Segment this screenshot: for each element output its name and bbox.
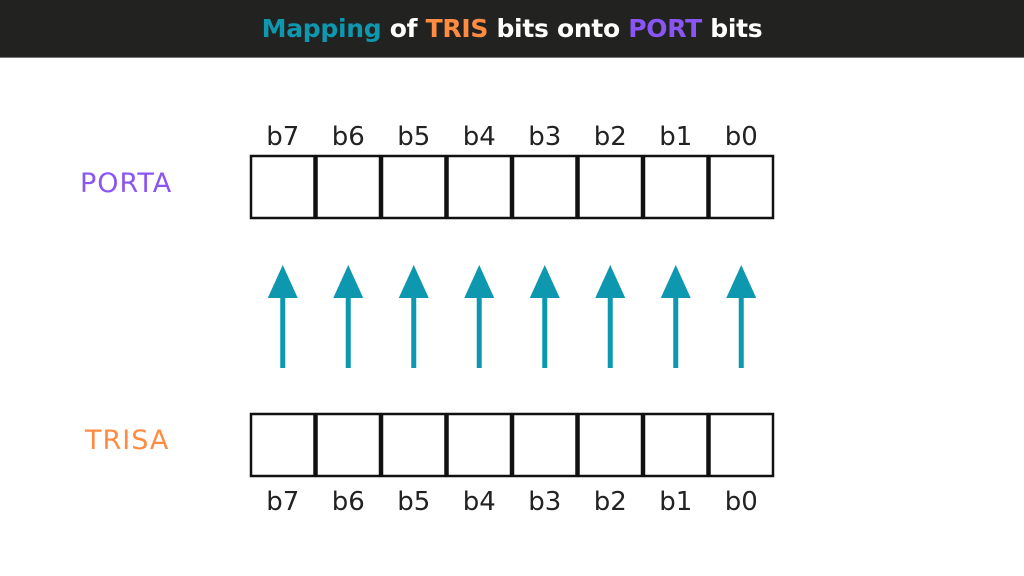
trisa-bit-cell <box>708 412 775 478</box>
header-bar: Mapping of TRIS bits onto PORT bits <box>0 0 1024 58</box>
page-title: Mapping of TRIS bits onto PORT bits <box>262 14 763 43</box>
arrow-up-icon <box>464 265 495 298</box>
trisa-bit-label: b7 <box>266 487 299 517</box>
porta-bit-cell <box>446 154 513 220</box>
porta-bit-cell <box>511 154 578 220</box>
porta-bit-cell <box>577 154 644 220</box>
trisa-bit-label: b4 <box>463 487 496 517</box>
trisa-register-label: TRISA <box>85 425 170 456</box>
porta-register-label: PORTA <box>80 168 173 199</box>
arrow-up-icon <box>333 265 364 298</box>
trisa-bit-label: b5 <box>397 487 430 517</box>
trisa-bit-label: b6 <box>332 487 365 517</box>
arrow-up-icon <box>529 265 560 298</box>
porta-bit-cell <box>642 154 709 220</box>
porta-bit-label: b0 <box>725 122 758 152</box>
porta-bit-cell <box>708 154 775 220</box>
porta-bit-label: b2 <box>594 122 627 152</box>
arrow-up-icon <box>726 265 757 298</box>
title-part-of: of <box>381 14 426 43</box>
porta-bit-label: b5 <box>397 122 430 152</box>
trisa-bit-label: b2 <box>594 487 627 517</box>
trisa-bit-label: b1 <box>659 487 692 517</box>
porta-bit-label: b4 <box>463 122 496 152</box>
trisa-bit-cell <box>511 412 578 478</box>
porta-bit-cell <box>380 154 447 220</box>
arrow-up-icon <box>267 265 298 298</box>
porta-bit-cell <box>249 154 316 220</box>
porta-bit-label: b6 <box>332 122 365 152</box>
trisa-bit-cell <box>249 412 316 478</box>
trisa-bit-cell <box>577 412 644 478</box>
arrow-up-icon <box>398 265 429 298</box>
title-part-bits: bits <box>701 14 763 43</box>
title-part-port: PORT <box>628 14 702 43</box>
porta-bit-label: b3 <box>528 122 561 152</box>
title-part-bits-onto: bits onto <box>488 14 629 43</box>
porta-bit-label: b7 <box>266 122 299 152</box>
trisa-bit-cell <box>642 412 709 478</box>
trisa-bit-cell <box>446 412 513 478</box>
porta-bit-cell <box>315 154 382 220</box>
porta-bit-label: b1 <box>659 122 692 152</box>
trisa-bit-cell <box>380 412 447 478</box>
title-part-tris: TRIS <box>425 14 489 43</box>
trisa-bit-label: b0 <box>725 487 758 517</box>
arrow-up-icon <box>595 265 626 298</box>
trisa-bit-cell <box>315 412 382 478</box>
title-part-mapping: Mapping <box>261 14 382 43</box>
trisa-bit-label: b3 <box>528 487 561 517</box>
arrow-up-icon <box>660 265 691 298</box>
